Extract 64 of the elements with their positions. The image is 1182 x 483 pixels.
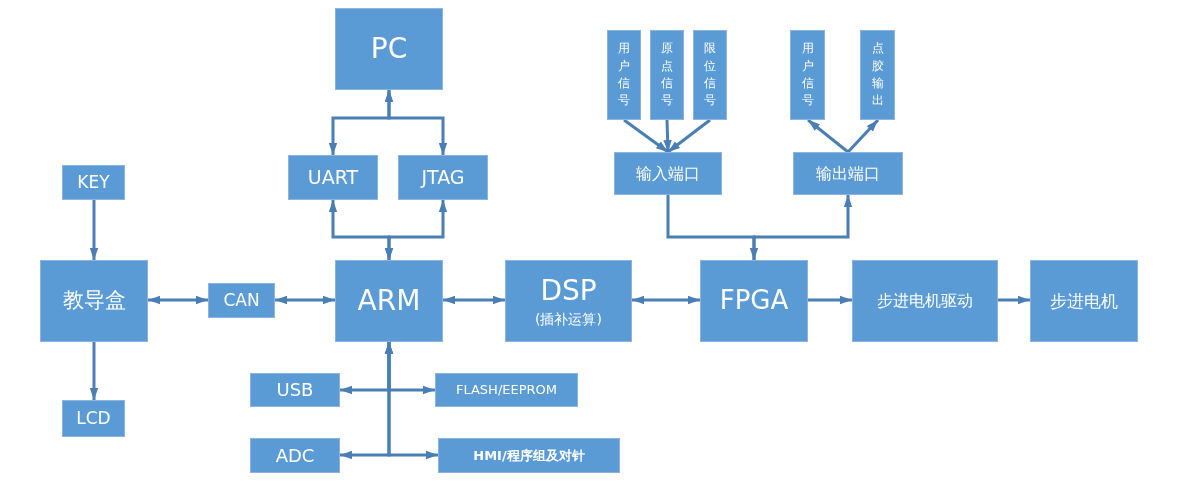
arrow (623, 118, 669, 154)
box-label: 限位信号 (703, 40, 717, 110)
arrow (443, 295, 505, 305)
box-label: ADC (275, 444, 315, 467)
box-label: JTAG (421, 166, 465, 189)
box-label: FPGA (719, 285, 789, 317)
box-label: FLASH/EEPROM (455, 382, 558, 398)
box-label: ARM (357, 284, 421, 318)
arrow (663, 119, 672, 153)
process-box (62, 400, 125, 437)
process-box (398, 155, 488, 200)
process-box (505, 260, 632, 342)
process-box (335, 8, 443, 90)
process-box (208, 283, 275, 318)
arrow (667, 118, 711, 154)
box-label: CAN (223, 290, 260, 311)
box-label: 步进电机驱动 (877, 291, 973, 311)
arrow (632, 295, 700, 305)
arrow (807, 118, 849, 154)
box-label: 输出端口 (816, 163, 880, 184)
box-label: 教导盒 (62, 288, 126, 314)
arrow (752, 195, 853, 260)
arrow (846, 118, 880, 154)
box-label: LCD (76, 408, 111, 429)
process-box (693, 30, 727, 120)
arrow (384, 342, 438, 460)
box-label: 点胶输出 (870, 40, 885, 110)
box-label: KEY (77, 172, 110, 193)
process-box (860, 30, 895, 120)
process-box (250, 373, 340, 407)
process-box (1030, 260, 1138, 342)
process-box (852, 260, 998, 342)
arrow (384, 200, 448, 260)
arrow (148, 295, 208, 305)
arrow (808, 295, 852, 305)
box-label: 步进电机 (1050, 290, 1118, 312)
box-label: 用户信号 (800, 40, 815, 110)
process-box (335, 260, 443, 342)
arrow (275, 295, 335, 305)
box-label: HMI/程序组及对针 (473, 447, 585, 464)
process-box (435, 373, 578, 407)
process-box (40, 260, 148, 342)
box-label: 原点信号 (660, 40, 674, 110)
process-box (790, 30, 825, 120)
arrow (89, 200, 99, 260)
box-label: DSP (540, 273, 597, 308)
process-box (250, 438, 340, 473)
arrow (998, 295, 1030, 305)
box-label: USB (276, 379, 314, 401)
arrow (384, 90, 448, 155)
box-label: PC (370, 32, 408, 66)
arrow (89, 342, 99, 400)
process-box (288, 155, 378, 200)
process-box (62, 165, 125, 200)
process-box (438, 438, 620, 473)
process-box (650, 30, 684, 120)
process-box (614, 152, 722, 195)
box-label: UART (307, 166, 359, 189)
box-label: 输入端口 (636, 163, 700, 184)
process-box (793, 152, 903, 195)
box-sublabel: (插补运算) (535, 311, 602, 329)
process-box (700, 260, 808, 342)
box-label: 用户信号 (617, 40, 631, 110)
process-box (607, 30, 641, 120)
